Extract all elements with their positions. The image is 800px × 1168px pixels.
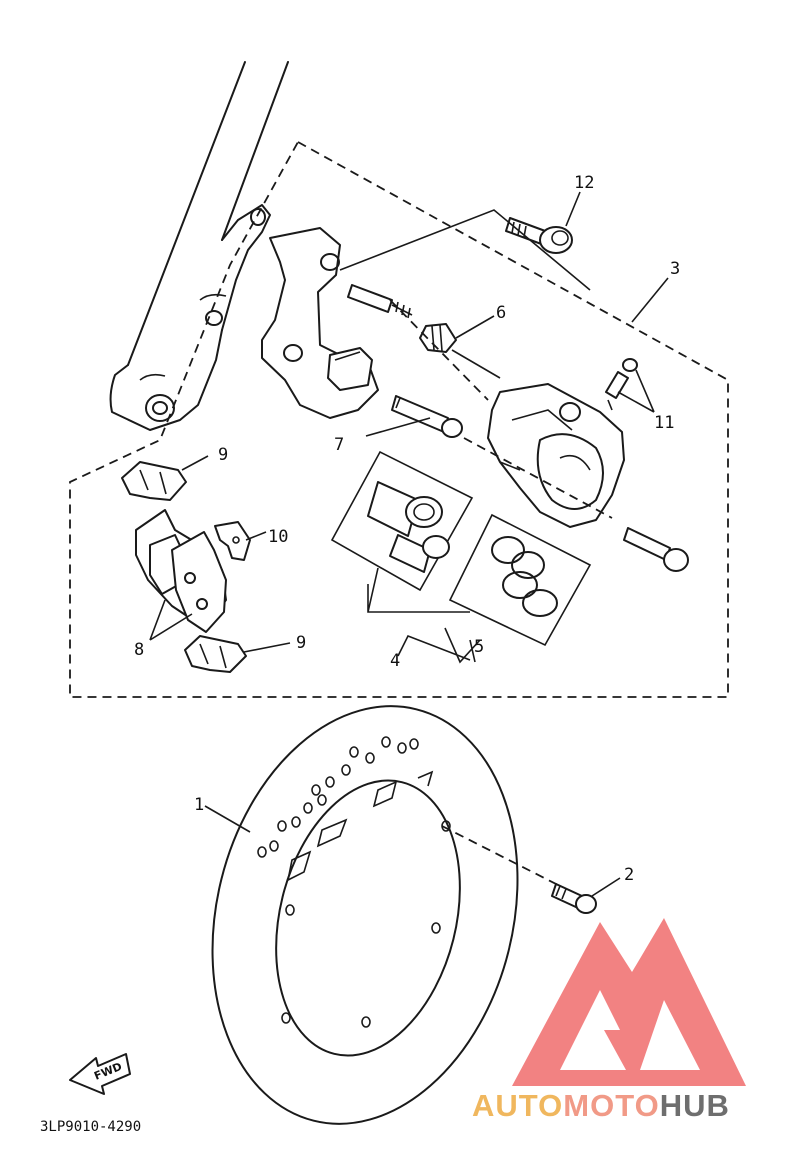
brake-pads-8 (135, 509, 227, 633)
callout-11: 11 (654, 413, 674, 433)
pad-spring-10 (214, 521, 251, 561)
pad-support-9-bottom (184, 635, 247, 673)
bleed-screw-11 (605, 358, 638, 411)
callout-3: 3 (670, 259, 680, 279)
boot-6 (419, 323, 457, 353)
callout-2: 2 (624, 865, 634, 885)
leader-lines (149, 191, 669, 897)
brake-disc-1 (211, 705, 519, 1125)
disc-slots (286, 770, 434, 882)
pad-support-9-top (121, 461, 187, 501)
caliper-body (487, 383, 625, 528)
watermark-logo-icon (512, 918, 746, 1086)
pin-bolt-lower (623, 527, 689, 572)
callout-7: 7 (334, 435, 344, 455)
disc-bolt-holes (281, 820, 451, 1028)
piston-kit-4 (330, 450, 474, 592)
disc-vent-holes (257, 736, 419, 858)
callout-12: 12 (574, 173, 594, 193)
callout-10: 10 (268, 527, 288, 547)
assembly-outline (69, 140, 729, 698)
seal-kit-5 (448, 513, 592, 647)
callout-9-top: 9 (218, 445, 228, 465)
brand-auto: AUTO (472, 1088, 563, 1123)
callout-6: 6 (496, 303, 506, 323)
callout-1: 1 (194, 795, 204, 815)
fwd-arrow-icon: FWD (69, 1053, 131, 1095)
watermark-brand: AUTOMOTOHUB (472, 1088, 730, 1123)
callout-labels: 12 3 6 11 7 9 10 9 8 4 5 1 2 (134, 173, 680, 885)
slide-pin-7 (391, 395, 463, 438)
caliper-bracket (261, 227, 379, 419)
brand-hub: HUB (660, 1088, 730, 1123)
figure-code: 3LP9010-4290 (40, 1119, 141, 1135)
callout-4: 4 (390, 651, 400, 671)
brand-moto: MOTO (563, 1088, 659, 1123)
disc-bolt-2 (551, 883, 597, 914)
callout-9-bottom: 9 (296, 633, 306, 653)
callout-5: 5 (474, 637, 484, 657)
bolt-12 (505, 217, 573, 254)
front-fork (109, 61, 289, 431)
callout-8: 8 (134, 640, 144, 660)
